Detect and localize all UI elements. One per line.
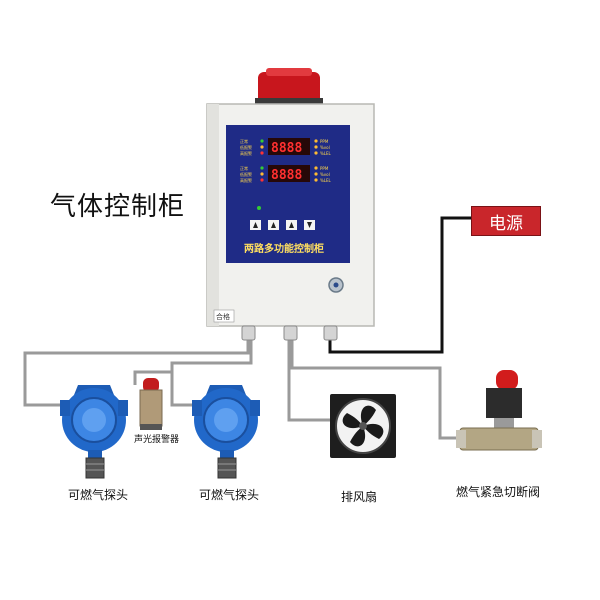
svg-text:PPM: PPM bbox=[320, 139, 329, 144]
caption-detector-2: 可燃气探头 bbox=[199, 488, 260, 502]
cabinet-hinge bbox=[207, 104, 219, 326]
caption-alarm: 声光报警器 bbox=[134, 435, 180, 445]
svg-text:%LEL: %LEL bbox=[320, 178, 332, 183]
qc-tag bbox=[213, 309, 235, 323]
power-indicator-led bbox=[257, 206, 261, 210]
cable-glands bbox=[241, 325, 338, 341]
svg-text:正常: 正常 bbox=[240, 165, 248, 171]
exhaust-fan bbox=[330, 394, 396, 458]
wire-detector1 bbox=[23, 340, 250, 407]
wire-fan bbox=[287, 340, 330, 422]
beacon-light bbox=[255, 68, 323, 106]
diagram-title: 气体控制柜 bbox=[50, 192, 186, 222]
svg-text:低报警: 低报警 bbox=[240, 171, 252, 177]
sound-light-alarm bbox=[139, 378, 163, 430]
svg-text:高报警: 高报警 bbox=[240, 177, 252, 183]
power-supply-label: 电源 bbox=[471, 206, 541, 236]
wire-valve bbox=[290, 340, 462, 440]
gas-detector-2 bbox=[192, 385, 260, 479]
caption-fan: 排风扇 bbox=[341, 490, 378, 504]
svg-text:%vol: %vol bbox=[320, 172, 330, 177]
display-value-2: 8888 bbox=[271, 168, 302, 183]
svg-text:%vol: %vol bbox=[320, 145, 330, 150]
gas-shutoff-valve bbox=[456, 370, 542, 451]
svg-text:高报警: 高报警 bbox=[240, 150, 252, 156]
gas-detector-1 bbox=[60, 385, 128, 479]
display-channel-1: 正常 低报警 高报警 8888 PPM %vol %LEL bbox=[240, 138, 332, 156]
panel-name: 两路多功能控制柜 bbox=[244, 242, 324, 255]
caption-detector-1: 可燃气探头 bbox=[68, 488, 129, 502]
panel-buttons bbox=[250, 220, 315, 230]
svg-text:低报警: 低报警 bbox=[240, 144, 252, 150]
wire-alarm bbox=[133, 370, 172, 385]
signal-wires bbox=[23, 340, 462, 440]
svg-text:%LEL: %LEL bbox=[320, 151, 332, 156]
display-channel-2: 正常 低报警 高报警 8888 PPM %vol %LEL bbox=[240, 165, 332, 183]
display-value-1: 8888 bbox=[271, 141, 302, 156]
caption-valve: 燃气紧急切断阀 bbox=[456, 485, 541, 499]
svg-text:正常: 正常 bbox=[240, 138, 248, 144]
svg-text:PPM: PPM bbox=[320, 166, 329, 171]
wire-power bbox=[328, 216, 471, 354]
qc-tag-text: 合格 bbox=[216, 312, 230, 321]
wire-detector2 bbox=[170, 340, 253, 407]
